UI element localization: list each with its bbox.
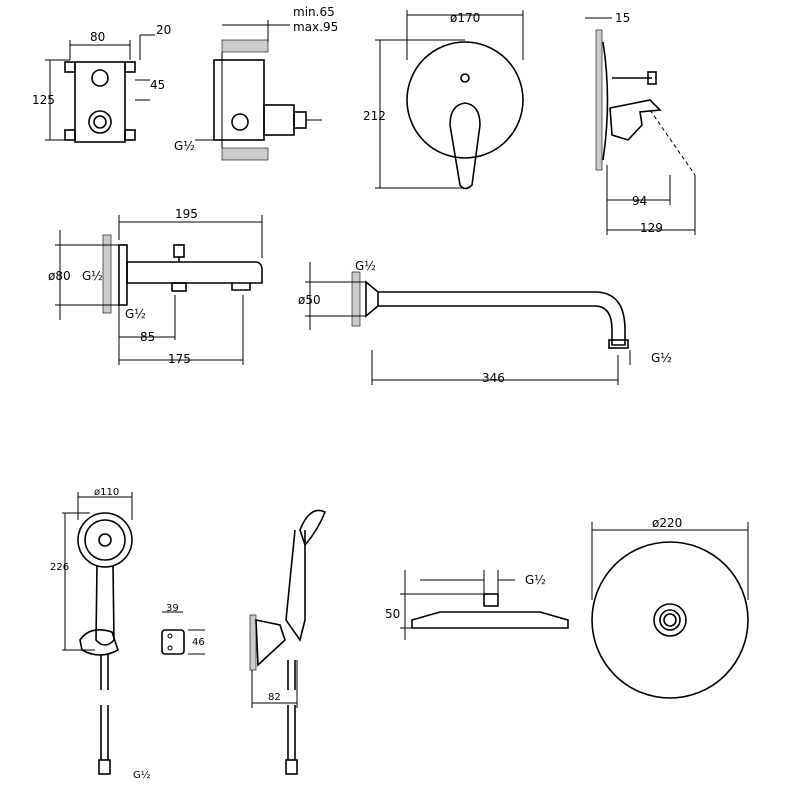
dim-valve-depth-max: max.95: [293, 20, 338, 34]
hand-shower-side: [249, 509, 327, 775]
dim-valve-width: 80: [90, 30, 105, 44]
dim-plate-diameter: ø170: [450, 11, 480, 25]
dim-holder-width: 39: [166, 603, 179, 614]
dim-plate-thickness: 15: [615, 11, 630, 25]
dim-handshower-length: 226: [50, 562, 69, 573]
valve-front-view: [45, 34, 155, 143]
dim-head-thread: G½: [525, 573, 546, 587]
valve-side-view: [195, 20, 322, 161]
dim-arm-thread-end: G½: [651, 351, 672, 365]
cover-plate-front: [375, 10, 524, 190]
dim-valve-depth-min: min.65: [293, 5, 335, 19]
dim-valve-thread: G½: [174, 139, 195, 153]
dim-valve-height: 125: [32, 93, 55, 107]
dim-head-height: 50: [385, 607, 400, 621]
dim-holder-projection: 82: [268, 692, 281, 703]
head-shower-top: [591, 522, 749, 699]
head-shower-side: [400, 570, 569, 640]
cover-plate-side: [585, 17, 696, 235]
dim-spout-length: 195: [175, 207, 198, 221]
dim-spout-rosette: ø80: [48, 269, 71, 283]
dim-spout-outlet: 175: [168, 352, 191, 366]
dim-spout-thread-wall: G½: [82, 269, 103, 283]
dim-valve-offset: 20: [156, 23, 171, 37]
dim-spout-outlet-offset: 85: [140, 330, 155, 344]
dim-plate-height: 212: [363, 109, 386, 123]
dim-spout-thread-bottom: G½: [125, 307, 146, 321]
hand-shower-front: [62, 492, 133, 775]
wall-holder: [161, 611, 205, 655]
dim-arm-thread-wall: G½: [355, 259, 376, 273]
dim-valve-center: 45: [150, 78, 165, 92]
dim-holder-height: 46: [192, 637, 205, 648]
dim-hose-thread: G½: [133, 769, 151, 781]
bath-spout: [55, 215, 263, 365]
dim-arm-length: 346: [482, 371, 505, 385]
dim-handshower-diameter: ø110: [94, 487, 119, 498]
dim-arm-rosette: ø50: [298, 293, 321, 307]
shower-arm: [305, 262, 631, 385]
dim-head-diameter: ø220: [652, 516, 682, 530]
dim-handle-projection: 94: [632, 194, 647, 208]
dim-handle-total: 129: [640, 221, 663, 235]
